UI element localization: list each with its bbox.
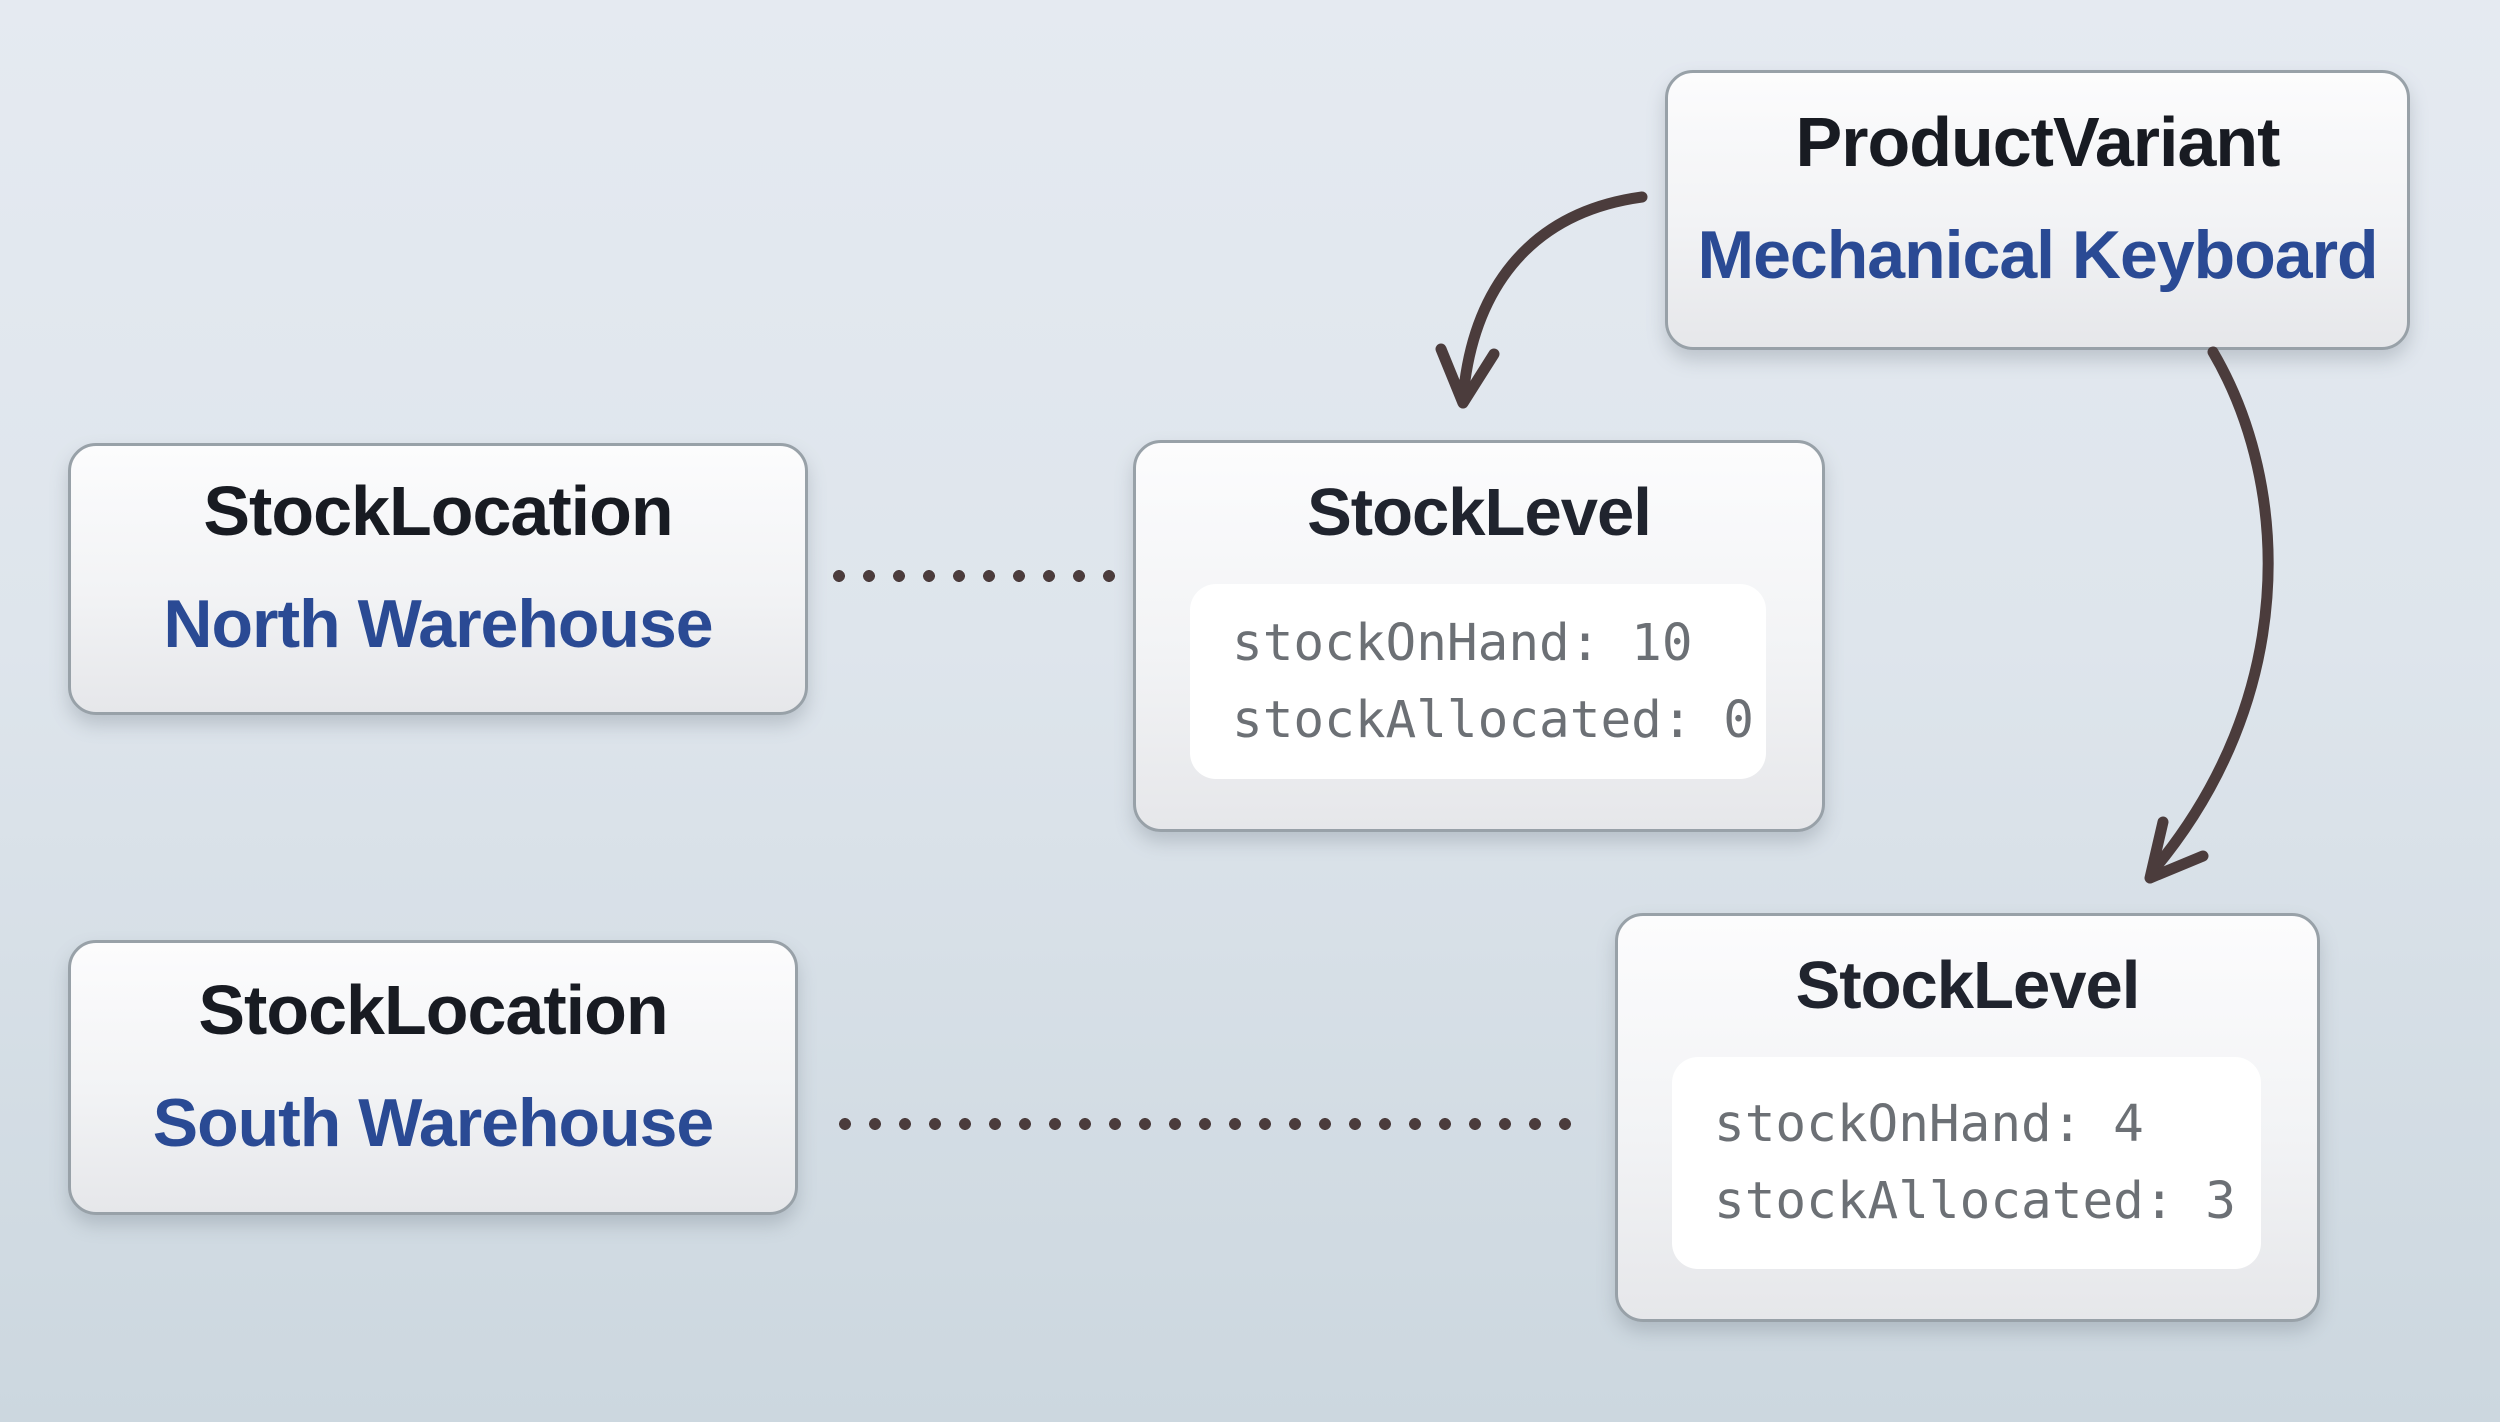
- entity-card-stock-location-north: StockLocation North Warehouse: [68, 443, 808, 715]
- entity-instance-name: Mechanical Keyboard: [1697, 217, 2378, 293]
- field-stock-on-hand: stockOnHand: 10: [1232, 613, 1693, 673]
- arrowhead-south-icon: [2144, 816, 2209, 884]
- dotted-connector-north-location-to-level: [832, 569, 1132, 583]
- entity-card-stock-level-north: StockLevel stockOnHand: 10 stockAllocate…: [1133, 440, 1825, 832]
- entity-card-stock-level-south: StockLevel stockOnHand: 4 stockAllocated…: [1615, 913, 2320, 1322]
- arrowhead-north-icon: [1435, 343, 1500, 409]
- entity-card-stock-location-south: StockLocation South Warehouse: [68, 940, 798, 1215]
- stock-level-fields-panel: stockOnHand: 10 stockAllocated: 0: [1190, 584, 1766, 779]
- field-stock-allocated: stockAllocated: 0: [1232, 690, 1754, 750]
- entity-instance-name: South Warehouse: [152, 1084, 715, 1161]
- dotted-connector-south-location-to-level: [838, 1117, 1583, 1131]
- arrow-product-variant-to-south-stock-level: [2146, 346, 2274, 878]
- entity-type-label: StockLevel: [1795, 948, 2141, 1023]
- stock-level-fields-panel: stockOnHand: 4 stockAllocated: 3: [1672, 1057, 2261, 1269]
- entity-instance-name: North Warehouse: [163, 586, 713, 662]
- field-stock-allocated: stockAllocated: 3: [1714, 1172, 2236, 1231]
- entity-card-product-variant: ProductVariant Mechanical Keyboard: [1665, 70, 2410, 350]
- arrow-product-variant-to-north-stock-level: [1457, 191, 1648, 404]
- entity-type-label: ProductVariant: [1795, 103, 2281, 181]
- field-stock-on-hand: stockOnHand: 4: [1714, 1095, 2144, 1154]
- entity-type-label: StockLevel: [1307, 475, 1652, 550]
- entity-type-label: StockLocation: [198, 970, 668, 1049]
- entity-type-label: StockLocation: [203, 472, 673, 550]
